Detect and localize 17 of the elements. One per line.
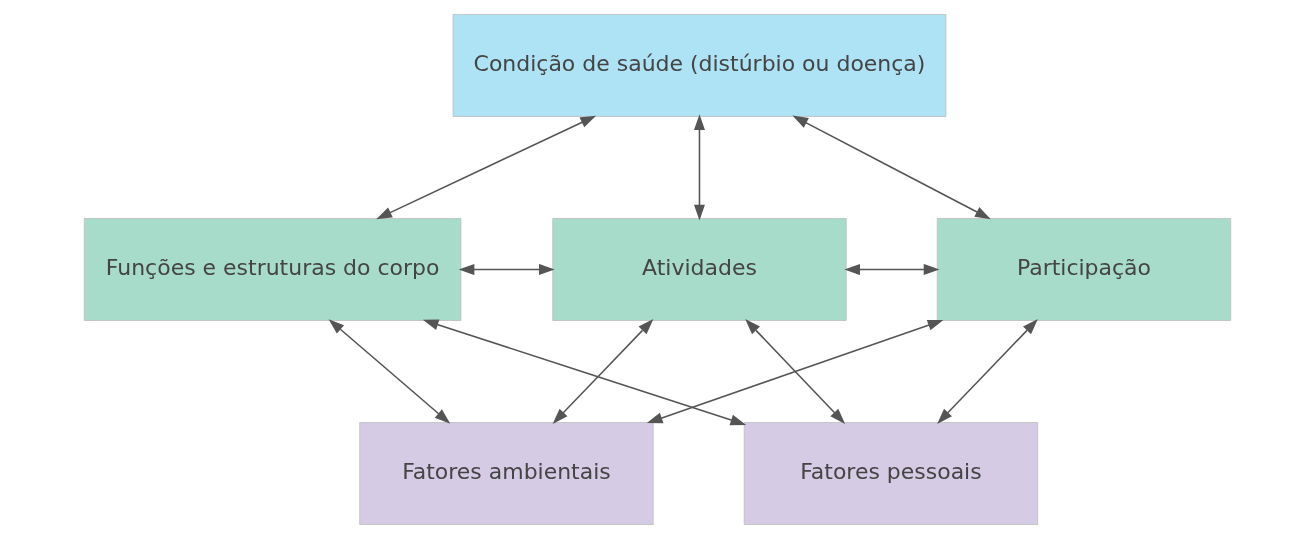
arrow	[458, 264, 555, 275]
arrow	[422, 319, 746, 426]
node-box: Funções e estruturas do corpo	[83, 218, 461, 321]
node-box: Participação	[936, 218, 1231, 321]
arrow	[375, 115, 596, 220]
arrow	[744, 319, 845, 424]
arrow	[843, 264, 939, 275]
arrow	[646, 319, 943, 424]
node-box: Condição de saúde (distúrbio ou doença)	[452, 14, 946, 117]
node-box: Atividades	[551, 218, 847, 321]
arrow	[552, 319, 653, 424]
arrow	[936, 319, 1038, 424]
node-box: Fatores pessoais	[743, 422, 1038, 525]
arrow	[791, 115, 991, 220]
node-box: Fatores ambientais	[358, 422, 654, 525]
arrow	[693, 114, 705, 221]
arrow	[328, 319, 450, 424]
